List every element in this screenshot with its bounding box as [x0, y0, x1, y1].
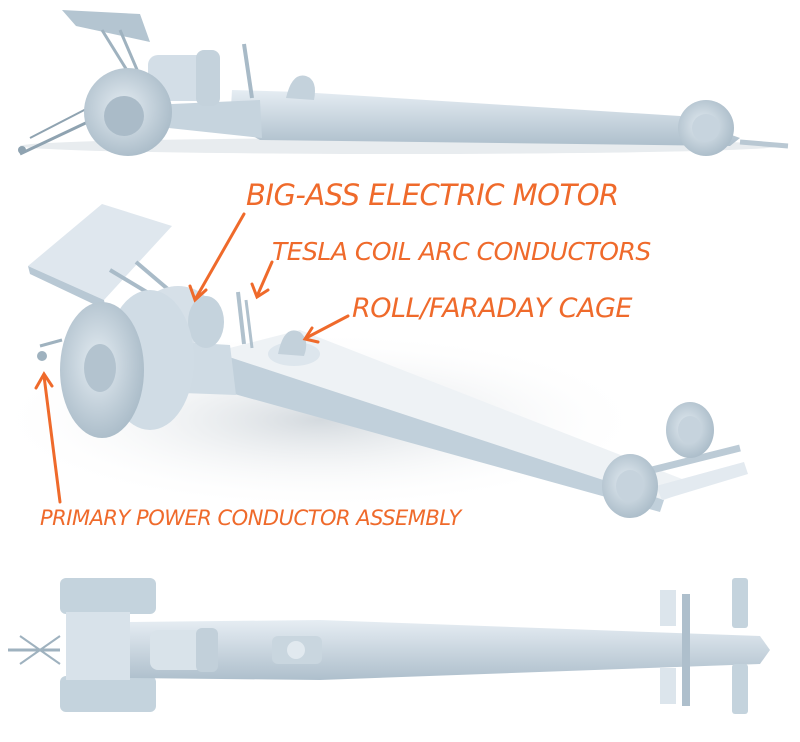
top-motor — [150, 630, 204, 670]
roll-arrow — [304, 314, 350, 340]
label-roll-cage: ROLL/FARADAY CAGE — [352, 293, 632, 324]
motor-arrow — [194, 212, 246, 300]
top-body — [130, 620, 770, 680]
perspective-view — [0, 204, 748, 518]
callout-arrows — [34, 212, 350, 504]
perspective-body — [214, 330, 700, 500]
top-rear-tire-bottom — [60, 676, 156, 712]
label-tesla-coil: TESLA COIL ARC CONDUCTORS — [272, 237, 651, 266]
top-rear-tire-top — [60, 578, 156, 614]
perspective-rear-wing — [28, 204, 172, 300]
label-primary-power: PRIMARY POWER CONDUCTOR ASSEMBLY — [40, 506, 461, 530]
top-view — [8, 578, 770, 714]
tesla-arrow — [256, 260, 274, 296]
label-electric-motor: BIG-ASS ELECTRIC MOTOR — [246, 178, 619, 212]
side-view — [18, 10, 789, 156]
rear-wing — [62, 10, 150, 42]
top-front-wheel-bottom — [732, 664, 748, 714]
primary-arrow — [42, 374, 62, 504]
side-body — [230, 90, 740, 146]
top-front-wheel-top — [732, 578, 748, 628]
